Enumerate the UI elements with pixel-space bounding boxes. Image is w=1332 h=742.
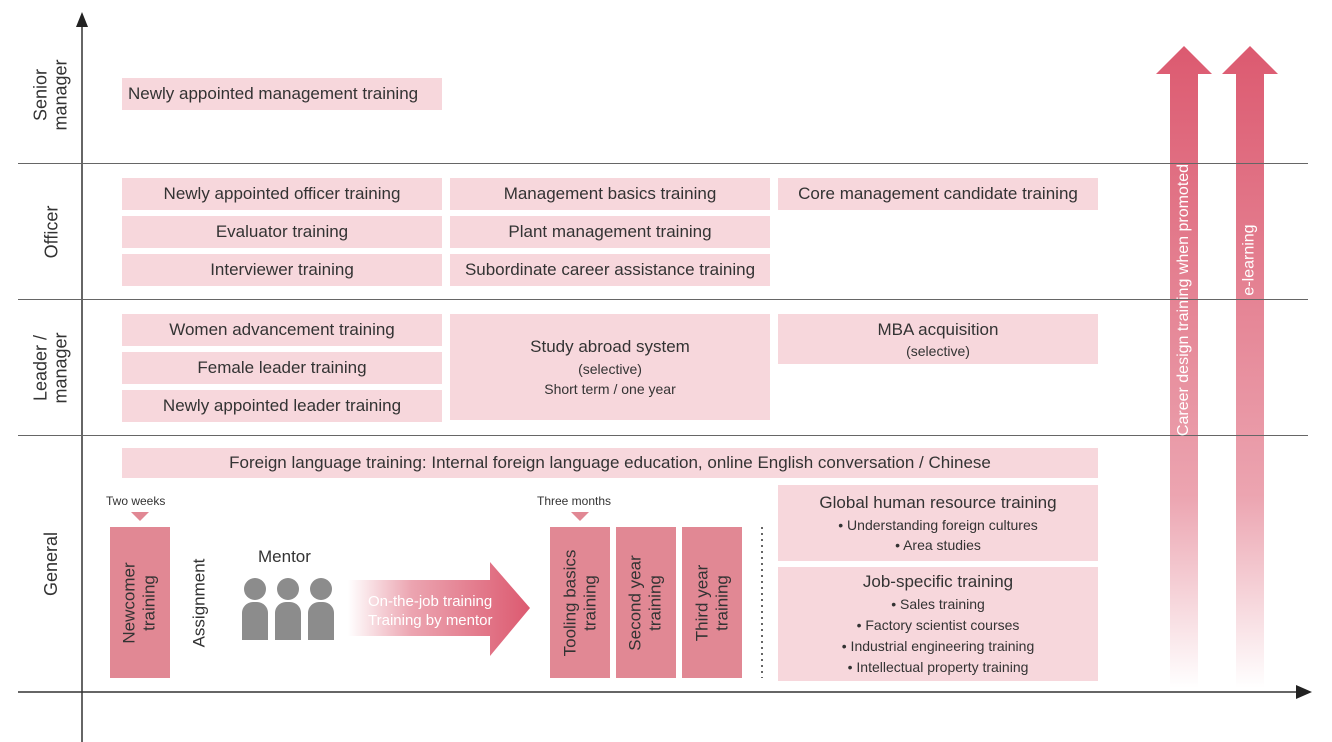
global-hr-title: Global human resource training [819, 493, 1057, 512]
ojt-line-1: On-the-job training [368, 593, 493, 610]
management-basics-training: Management basics training [450, 178, 770, 210]
mba-selective: (selective) [906, 342, 970, 359]
job-specific-item: • Factory scientist courses [856, 617, 1020, 633]
mentor-person-icon [308, 578, 334, 640]
second-year-training-label: Second year training [626, 554, 666, 651]
core-management-candidate-training: Core management candidate training [778, 178, 1098, 210]
ojt-line-2: Training by mentor [368, 612, 493, 629]
two-weeks-label: Two weeks [106, 494, 166, 508]
study-abroad-system-box: Study abroad system (selective) Short te… [450, 314, 770, 420]
e-learning-arrow [1222, 46, 1278, 688]
mentor-person-icon [275, 578, 301, 640]
plant-management-training: Plant management training [450, 216, 770, 248]
three-months-marker [571, 512, 589, 521]
study-abroad-title: Study abroad system [530, 337, 690, 356]
newly-appointed-management-training: Newly appointed management training [122, 78, 442, 110]
mba-acquisition-box: MBA acquisition (selective) [778, 314, 1098, 364]
newly-appointed-officer-training: Newly appointed officer training [122, 178, 442, 210]
vertical-axis-arrowhead [76, 12, 88, 27]
second-year-training-box [616, 527, 676, 678]
level-label-general: General [41, 531, 62, 597]
level-divider-leader-general [18, 435, 1308, 436]
level-label-senior-manager: Senior manager [31, 58, 72, 131]
career-design-label: Career design training when promoted [1175, 163, 1192, 437]
study-abroad-selective: (selective) [578, 361, 642, 377]
mentor-person-icon [242, 578, 268, 640]
level-label-officer: Officer [41, 205, 61, 258]
job-specific-item: • Sales training [891, 596, 985, 612]
ojt-arrow [348, 562, 530, 656]
tooling-basics-training-label: Tooling basics training [560, 549, 599, 656]
level-divider-officer-leader [18, 299, 1308, 300]
subordinate-career-assistance-training: Subordinate career assistance training [450, 254, 770, 286]
interviewer-training: Interviewer training [122, 254, 442, 286]
two-weeks-marker [131, 512, 149, 521]
female-leader-training: Female leader training [122, 352, 442, 384]
foreign-language-training: Foreign language training: Internal fore… [122, 448, 1098, 478]
level-label-leader-manager: Leader / manager [31, 331, 72, 404]
e-learning-label: e-learning [1241, 224, 1258, 296]
tooling-basics-training-box [550, 527, 610, 678]
assignment-label: Assignment [189, 558, 209, 647]
mentor-label: Mentor [258, 547, 311, 566]
third-year-training-box [682, 527, 742, 678]
ojt-text: On-the-job training Training by mentor [368, 592, 528, 630]
third-year-training-label: Third year training [692, 564, 731, 641]
women-advancement-training: Women advancement training [122, 314, 442, 346]
newcomer-training-box [110, 527, 170, 678]
mba-title: MBA acquisition [877, 319, 999, 339]
global-hr-item: • Area studies [895, 537, 981, 553]
job-specific-training-box: Job-specific training • Sales training •… [778, 567, 1098, 681]
three-months-label: Three months [537, 494, 612, 508]
study-abroad-term: Short term / one year [544, 381, 676, 397]
evaluator-training: Evaluator training [122, 216, 442, 248]
job-specific-title: Job-specific training [862, 572, 1014, 591]
global-hr-item: • Understanding foreign cultures [838, 517, 1038, 533]
newcomer-training-label: Newcomer training [120, 561, 159, 644]
job-specific-item: • Industrial engineering training [841, 638, 1035, 654]
level-divider-senior-officer [18, 163, 1308, 164]
career-design-arrow [1156, 46, 1212, 688]
newly-appointed-leader-training: Newly appointed leader training [122, 390, 442, 422]
job-specific-item: • Intellectual property training [847, 659, 1029, 675]
global-human-resource-training-box: Global human resource training • Underst… [778, 485, 1098, 561]
horizontal-axis-arrowhead [1296, 685, 1312, 699]
